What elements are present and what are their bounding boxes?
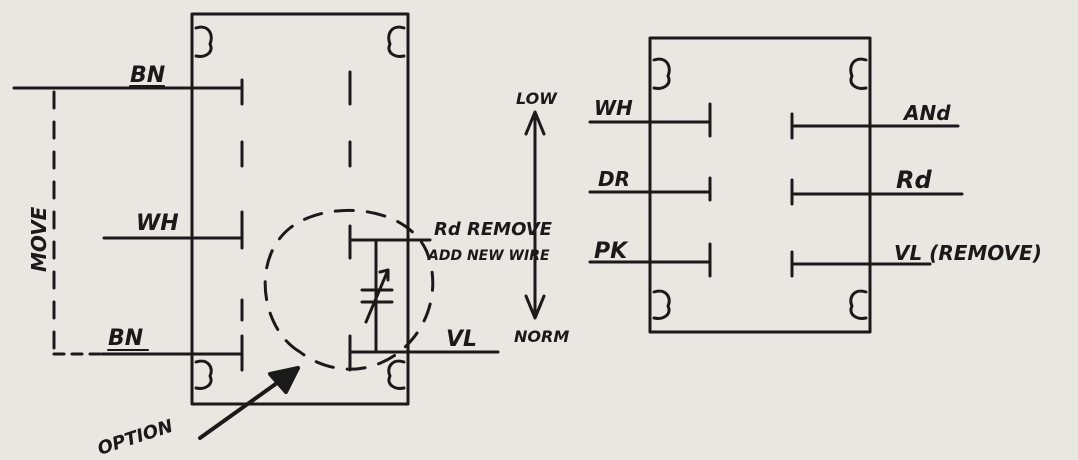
- label-pk: PK: [594, 239, 629, 264]
- right-block-tab-br: [849, 289, 868, 320]
- left-block-tab-br: [387, 359, 406, 390]
- label-wh-right: WH: [594, 96, 633, 120]
- label-bn-top: BN: [130, 63, 165, 88]
- left-block-tab-tr: [387, 25, 406, 58]
- label-and: ANd: [902, 101, 951, 125]
- left-block-outline: [190, 12, 410, 406]
- left-terminal-block: BN WH BN MOVE Rd REMOVE ADD NEW WIRE VL …: [12, 12, 569, 460]
- option-arrow: [198, 366, 300, 440]
- left-block-slots: [240, 70, 352, 372]
- label-vl-remove: VL (REMOVE): [894, 241, 1042, 265]
- left-block-tab-tl: [194, 25, 213, 58]
- label-move: MOVE: [27, 206, 51, 272]
- left-block-tab-bl: [194, 359, 213, 390]
- right-block-tab-tr: [849, 57, 868, 90]
- label-add-new-wire: ADD NEW WIRE: [427, 248, 550, 264]
- label-rd-remove: Rd REMOVE: [434, 219, 553, 240]
- label-norm: NORM: [514, 327, 569, 346]
- right-block-tab-bl: [652, 289, 671, 320]
- low-norm-arrow: [524, 110, 546, 320]
- label-bn-bottom: BN: [108, 326, 143, 351]
- right-terminal-block: WH DR PK ANd Rd VL (REMOVE): [588, 36, 1042, 334]
- right-block-posts: [708, 102, 794, 278]
- right-block-tab-tl: [652, 57, 671, 90]
- label-dr: DR: [598, 167, 630, 191]
- label-option: OPTION: [95, 416, 176, 460]
- label-rd-right: Rd: [896, 166, 932, 194]
- capacitor-option: [360, 238, 394, 354]
- right-block-outline: [648, 36, 872, 334]
- label-vl: VL: [446, 327, 477, 352]
- label-wh-left: WH: [136, 211, 179, 236]
- label-low: LOW: [516, 89, 558, 108]
